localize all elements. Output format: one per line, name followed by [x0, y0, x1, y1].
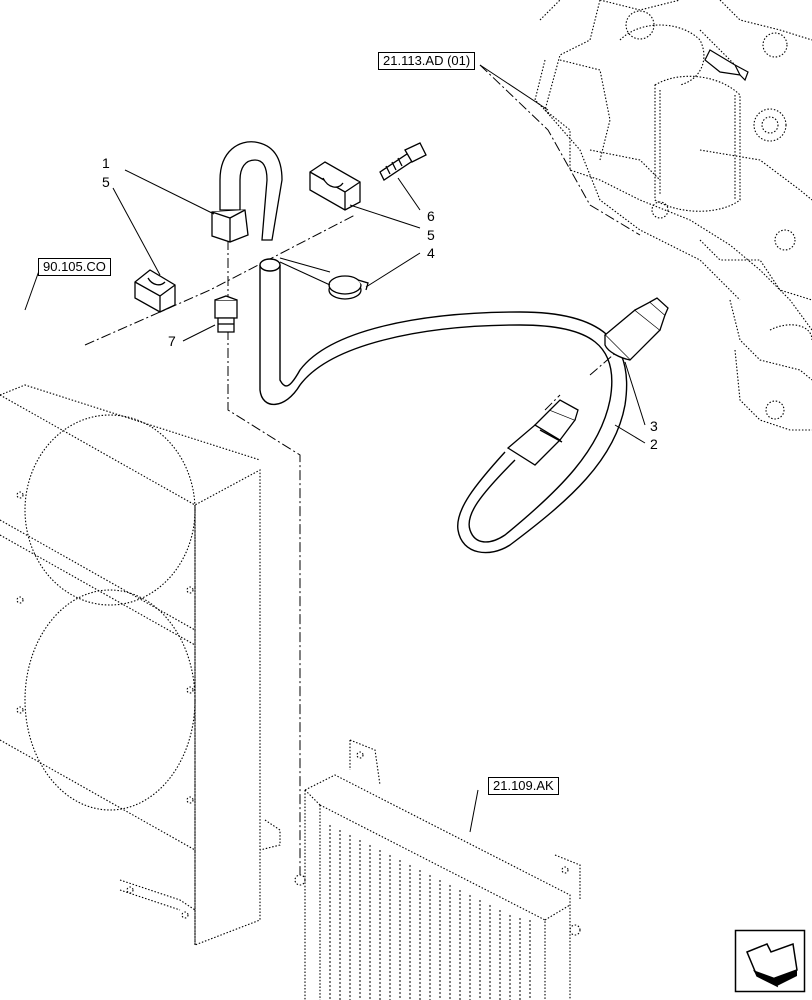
radiator-fan-shroud: [0, 384, 281, 946]
engine-sensor-fitting: [704, 49, 749, 82]
engine-block: [534, 0, 812, 431]
oil-cooler-fins: [329, 825, 531, 1000]
part-2-hose: [259, 258, 628, 554]
part-5-clamp-upper: [309, 161, 361, 211]
part-4-leader-lines: [279, 257, 331, 286]
callout-2: 2: [650, 436, 658, 452]
oil-cooler: [294, 739, 581, 1000]
part-5-clamp-lower: [134, 269, 176, 313]
part-2-hose-end-fitting: [506, 399, 579, 466]
callout-5-upper: 5: [427, 227, 435, 243]
ref-radiator-label[interactable]: 90.105.CO: [38, 258, 111, 276]
next-page-arrow-icon[interactable]: [734, 929, 806, 993]
ref-oil-cooler-label[interactable]: 21.109.AK: [488, 777, 559, 795]
callout-4: 4: [427, 245, 435, 261]
callout-leader-lines: [24, 64, 646, 833]
part-6-bolt: [379, 142, 427, 181]
part-4-hose-clamp: [328, 275, 369, 300]
callout-6: 6: [427, 208, 435, 224]
part-3-adapter: [604, 297, 669, 361]
part-1-rigid-pipe: [211, 141, 283, 243]
callout-1: 1: [102, 155, 110, 171]
callout-5-lower: 5: [102, 174, 110, 190]
callout-3: 3: [650, 418, 658, 434]
callout-7: 7: [168, 333, 176, 349]
ref-engine-label[interactable]: 21.113.AD (01): [378, 52, 476, 70]
part-7-fitting: [214, 295, 238, 333]
